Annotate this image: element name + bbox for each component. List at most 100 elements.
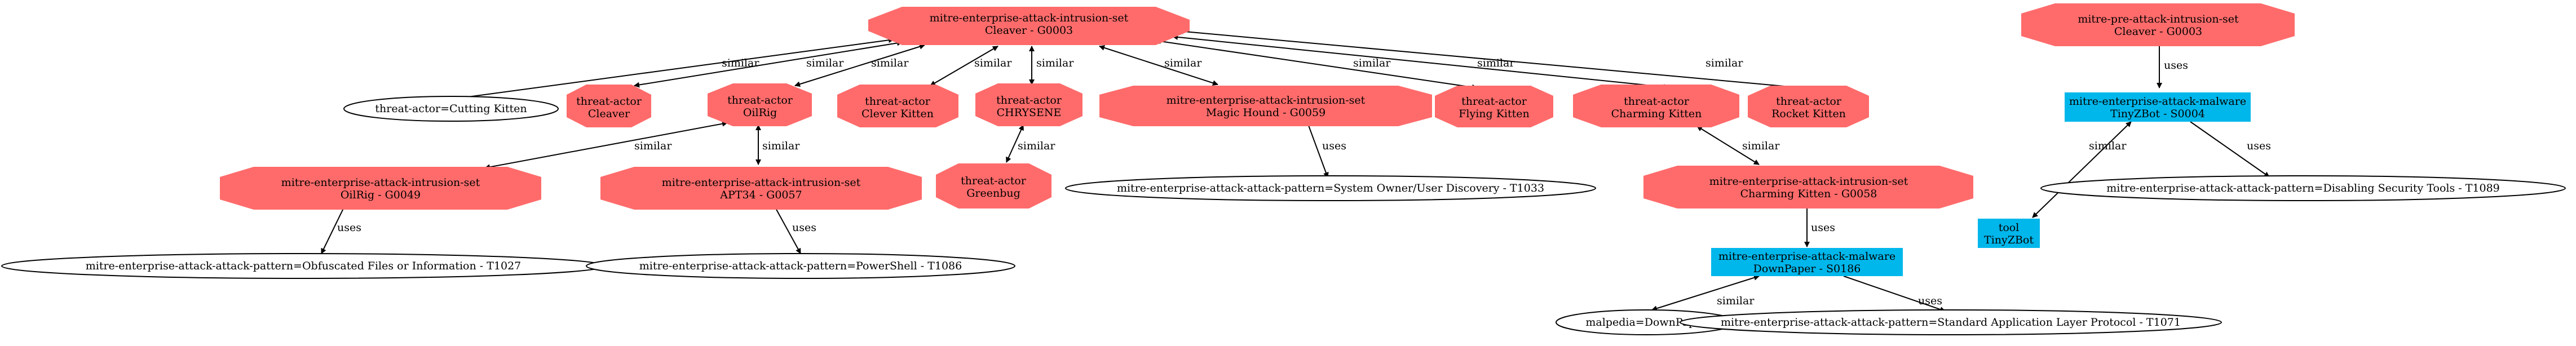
edge-label-uses: uses [2247,140,2271,152]
edge-label-similar: similar [1717,295,1755,307]
node-line1: threat-actor [727,94,793,107]
node-line1: threat-actor [996,94,1062,107]
node-line1: mitre-enterprise-attack-attack-pattern=O… [86,260,522,272]
node-line1: mitre-enterprise-attack-intrusion-set [930,12,1129,24]
node-line2: TinyZBot [1984,234,2034,246]
edge-label-uses: uses [1918,295,1942,307]
node-t1027[interactable]: mitre-enterprise-attack-attack-pattern=O… [1,253,606,279]
node-ta-rocket-kitten[interactable]: threat-actor Rocket Kitten [1748,86,1869,127]
node-line2: Charming Kitten [1611,108,1702,120]
edge-label-uses: uses [2164,59,2188,72]
edge-cleaver-ta-oilrig [794,43,925,87]
node-oilrig-g0049[interactable]: mitre-enterprise-attack-intrusion-set Oi… [220,167,541,210]
edge-label-similar: similar [762,140,800,152]
node-line2: Greenbug [966,187,1020,199]
node-line2: APT34 - G0057 [719,189,802,201]
node-line1: threat-actor [865,95,931,108]
node-line1: mitre-enterprise-attack-intrusion-set [1709,175,1908,188]
node-line2: DownPaper - S0186 [1753,263,1861,275]
node-pre-cleaver[interactable]: mitre-pre-attack-intrusion-set Cleaver -… [2021,3,2295,46]
node-line1: threat-actor [1776,95,1842,108]
edge-label-uses: uses [1811,221,1835,234]
edge-cleaver-cutting-kitten [450,37,894,100]
node-line2: OilRig - G0049 [341,189,421,201]
node-ta-greenbug[interactable]: threat-actor Greenbug [936,163,1051,209]
node-t1089[interactable]: mitre-enterprise-attack-attack-pattern=D… [2040,175,2566,201]
node-line1: threat-actor [961,175,1027,187]
node-charming-kitten-g0058[interactable]: mitre-enterprise-attack-intrusion-set Ch… [1643,166,1973,209]
node-t1086[interactable]: mitre-enterprise-attack-attack-pattern=P… [586,253,1015,279]
node-ta-chrysene[interactable]: threat-actor CHRYSENE [975,83,1082,126]
node-tinyzbot-malware[interactable]: mitre-enterprise-attack-malware TinyZBot… [2065,92,2251,122]
node-downpaper[interactable]: mitre-enterprise-attack-malware DownPape… [1711,248,1903,276]
edge-ta-charming-kitten-g0058 [1696,126,1760,165]
edge-label-similar: similar [974,57,1012,69]
edges: similar similar similar similar similar … [321,28,2271,312]
edge-tinyzbot-t1089 [2190,121,2270,178]
node-line1: malpedia=DownPaper [1585,316,1707,329]
edge-label-uses: uses [1322,140,1346,152]
edge-cleaver-ta-flying-kitten [1155,38,1478,90]
edge-downpaper-t1071 [1843,276,1946,312]
node-line2: Rocket Kitten [1771,108,1846,120]
node-tool-tinyzbot[interactable]: tool TinyZBot [1978,219,2040,248]
node-line1: threat-actor [576,95,642,108]
node-line1: threat-actor=Cutting Kitten [375,103,527,115]
node-line2: Cleaver [588,108,630,120]
node-line1: threat-actor [1624,95,1690,108]
node-line2: Flying Kitten [1459,108,1530,120]
node-line2: Cleaver - G0003 [985,24,1073,37]
node-ta-oilrig[interactable]: threat-actor OilRig [708,83,812,126]
node-apt34-g0057[interactable]: mitre-enterprise-attack-intrusion-set AP… [600,167,922,210]
edge-label-similar: similar [1164,57,1202,69]
edge-label-similar: similar [806,57,844,69]
node-line1: mitre-enterprise-attack-intrusion-set [1167,94,1366,107]
edge-label-similar: similar [2089,140,2127,152]
node-magic-hound[interactable]: mitre-enterprise-attack-intrusion-set Ma… [1099,86,1432,126]
node-ta-flying-kitten[interactable]: threat-actor Flying Kitten [1435,86,1553,127]
edge-label-similar: similar [1742,140,1780,152]
node-t1033[interactable]: mitre-enterprise-attack-attack-pattern=S… [1065,175,1596,201]
edge-tinyzbot-tool [2032,121,2132,218]
node-line2: Charming Kitten - G0058 [1740,188,1877,200]
node-ta-cleaver[interactable]: threat-actor Cleaver [567,85,651,127]
node-line2: Magic Hound - G0059 [1206,107,1325,119]
node-line2: OilRig [743,107,777,119]
edge-label-similar: similar [634,140,672,152]
edge-label-similar: similar [722,57,759,69]
node-ta-clever-kitten[interactable]: threat-actor Clever Kitten [837,85,958,127]
node-ta-charming-kitten[interactable]: threat-actor Charming Kitten [1573,85,1739,127]
node-line1: tool [1999,221,2020,234]
edge-label-uses: uses [337,221,361,234]
node-line1: mitre-enterprise-attack-malware [2069,95,2246,108]
edge-cleaver-ta-rocket-kitten [1178,28,1816,92]
node-malpedia-downpaper[interactable]: malpedia=DownPaper [1556,309,1737,335]
edge-label-similar: similar [1018,140,1055,152]
node-line1: mitre-enterprise-attack-attack-pattern=D… [2106,182,2500,194]
node-cleaver-g0003[interactable]: mitre-enterprise-attack-intrusion-set Cl… [868,7,1190,45]
node-line2: Clever Kitten [861,108,934,120]
edge-oilrig-g0049-t1027 [321,207,344,254]
edge-label-uses: uses [792,221,816,234]
node-line2: CHRYSENE [997,107,1062,119]
edge-label-similar: similar [1036,57,1074,69]
node-line1: mitre-enterprise-attack-malware [1718,250,1895,263]
node-line1: mitre-enterprise-attack-attack-pattern=S… [1117,182,1544,194]
node-cutting-kitten[interactable]: threat-actor=Cutting Kitten [343,96,559,122]
node-line1: threat-actor [1461,95,1527,108]
node-line1: mitre-enterprise-attack-attack-pattern=S… [1721,316,2181,329]
nodes: mitre-enterprise-attack-intrusion-set Cl… [1,3,2566,335]
edge-cleaver-ta-cleaver [634,40,903,88]
edge-label-similar: similar [1705,57,1743,69]
node-line1: mitre-enterprise-attack-intrusion-set [662,176,861,189]
edge-downpaper-malpedia [1651,274,1760,312]
edge-chrysene-greenbug [1006,125,1024,163]
edge-apt34-t1086 [775,207,801,254]
node-line1: mitre-enterprise-attack-intrusion-set [281,176,480,189]
edge-cleaver-ta-clever-kitten [930,46,998,86]
node-t1071[interactable]: mitre-enterprise-attack-attack-pattern=S… [1680,309,2222,335]
node-line1: mitre-enterprise-attack-attack-pattern=P… [639,260,962,272]
edge-ta-oilrig-oilrig-g0049 [484,121,728,170]
edge-label-similar: similar [871,57,909,69]
